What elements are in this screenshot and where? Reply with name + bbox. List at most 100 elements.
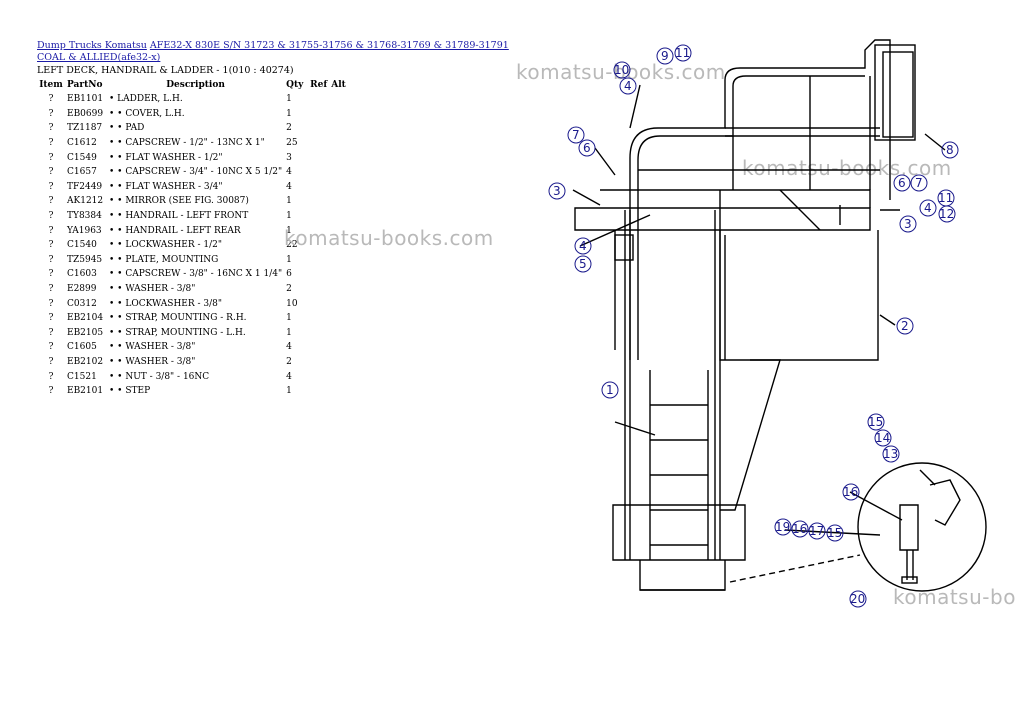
- row-alt: [329, 121, 348, 136]
- row-partno: AK1212: [67, 196, 104, 207]
- callout-8: 8: [941, 141, 959, 159]
- svg-text:4: 4: [924, 201, 932, 215]
- callout-6b: 6: [893, 174, 911, 192]
- parts-table-body: ?EB1101• LADDER, L.H.1?EB0699• • COVER, …: [37, 92, 348, 398]
- row-ref: [308, 136, 329, 151]
- row-ref: [308, 180, 329, 195]
- row-description: • • STEP: [109, 386, 151, 397]
- table-row: ?C1657• • CAPSCREW - 3/4" - 10NC X 5 1/2…: [37, 165, 348, 180]
- row-item: ?: [48, 152, 54, 163]
- row-partno: E2899: [67, 284, 97, 295]
- row-qty: 22: [286, 240, 298, 251]
- table-row: ?C0312• • LOCKWASHER - 3/8"10: [37, 296, 348, 311]
- row-description: • • WASHER - 3/8": [109, 342, 196, 353]
- svg-text:20: 20: [850, 592, 865, 606]
- svg-text:2: 2: [901, 319, 909, 333]
- row-ref: [308, 369, 329, 384]
- row-alt: [329, 92, 348, 107]
- row-partno: C1549: [67, 152, 97, 163]
- callout-3: 3: [548, 182, 566, 200]
- row-description: • • NUT - 3/8" - 16NC: [109, 371, 210, 382]
- row-description: • • HANDRAIL - LEFT REAR: [109, 225, 241, 236]
- table-row: ?EB0699• • COVER, L.H.1: [37, 107, 348, 122]
- svg-text:11: 11: [675, 46, 690, 60]
- row-alt: [329, 355, 348, 370]
- row-qty: 1: [286, 225, 292, 236]
- watermark: komatsu-books.com: [284, 226, 494, 250]
- table-row: ? EB2101 • • STEP 1: [37, 384, 348, 399]
- row-ref: [308, 209, 329, 224]
- callout-1: 1: [601, 381, 619, 399]
- row-ref: [308, 296, 329, 311]
- row-partno: C1521: [67, 371, 97, 382]
- row-item: ?: [48, 356, 54, 367]
- svg-text:4: 4: [579, 239, 587, 253]
- svg-text:3: 3: [904, 217, 912, 231]
- table-row: ?EB2102• • WASHER - 3/8"2: [37, 355, 348, 370]
- callout-6: 6: [578, 139, 596, 157]
- row-qty: 6: [286, 269, 292, 280]
- row-partno: EB0699: [67, 108, 104, 119]
- row-alt: [329, 267, 348, 282]
- row-ref: [308, 384, 329, 399]
- row-qty: 1: [286, 327, 292, 338]
- watermark: komatsu-books.com: [516, 60, 726, 84]
- row-description: • • CAPSCREW - 1/2" - 13NC X 1": [109, 138, 265, 149]
- table-row: ?EB1101• LADDER, L.H.1: [37, 92, 348, 107]
- callout-19: 19: [774, 518, 792, 536]
- row-qty: 1: [286, 313, 292, 324]
- row-alt: [329, 384, 348, 399]
- col-header-partno: PartNo: [67, 80, 103, 90]
- row-alt: [329, 180, 348, 195]
- table-row: ?TF2449• • FLAT WASHER - 3/4"4: [37, 180, 348, 195]
- table-row: ?C1549• • FLAT WASHER - 1/2"3: [37, 150, 348, 165]
- callout-5: 5: [574, 255, 592, 273]
- row-ref: [308, 253, 329, 268]
- row-ref: [308, 92, 329, 107]
- row-alt: [329, 253, 348, 268]
- row-partno: C1612: [67, 138, 97, 149]
- row-alt: [329, 107, 348, 122]
- row-ref: [308, 107, 329, 122]
- row-qty: 2: [286, 284, 292, 295]
- callout-12: 12: [938, 205, 956, 223]
- row-item: ?: [48, 123, 54, 134]
- row-ref: [308, 355, 329, 370]
- table-row: ?EB2105• • STRAP, MOUNTING - L.H.1: [37, 326, 348, 341]
- col-header-ref: Ref: [310, 80, 328, 90]
- callout-20: 20: [849, 590, 867, 608]
- row-partno: EB2101: [67, 386, 104, 397]
- row-partno: EB2104: [67, 313, 104, 324]
- row-alt: [329, 326, 348, 341]
- row-partno: EB2105: [67, 327, 104, 338]
- callout-9: 9: [656, 47, 674, 65]
- breadcrumb-link-coal-allied[interactable]: COAL & ALLIED(afe32-x): [37, 52, 161, 63]
- breadcrumb-link-model[interactable]: AFE32-X 830E S/N 31723 & 31755-31756 & 3…: [149, 40, 509, 51]
- row-partno: C1540: [67, 240, 97, 251]
- row-partno: TY8384: [67, 211, 102, 222]
- svg-text:3: 3: [553, 184, 561, 198]
- svg-text:16: 16: [843, 485, 858, 499]
- table-header-row: Item PartNo Description Qty Ref Alt: [37, 78, 348, 92]
- row-description: • • WASHER - 3/8": [109, 284, 196, 295]
- svg-text:12: 12: [939, 207, 954, 221]
- svg-text:10: 10: [614, 63, 629, 77]
- row-qty: 1: [286, 196, 292, 207]
- callout-11b: 11: [937, 189, 955, 207]
- svg-text:11: 11: [938, 191, 953, 205]
- table-row: ?C1540• • LOCKWASHER - 1/2"22: [37, 238, 348, 253]
- breadcrumb-link-dump-trucks[interactable]: Dump Trucks Komatsu: [37, 40, 147, 51]
- row-item: ?: [48, 108, 54, 119]
- row-qty: 1: [286, 386, 292, 397]
- row-qty: 4: [286, 181, 292, 192]
- row-description: • • PAD: [109, 123, 145, 134]
- callout-16b: 16: [791, 520, 809, 538]
- row-alt: [329, 136, 348, 151]
- row-item: ?: [48, 386, 54, 397]
- row-description: • • STRAP, MOUNTING - L.H.: [109, 327, 246, 338]
- svg-text:13: 13: [883, 447, 898, 461]
- table-row: ?C1612• • CAPSCREW - 1/2" - 13NC X 1"25: [37, 136, 348, 151]
- ladder-diagram: 1 2 3 3 4 4 4 5 6 6 7 7 8 9 10 11 11 12 …: [548, 39, 987, 608]
